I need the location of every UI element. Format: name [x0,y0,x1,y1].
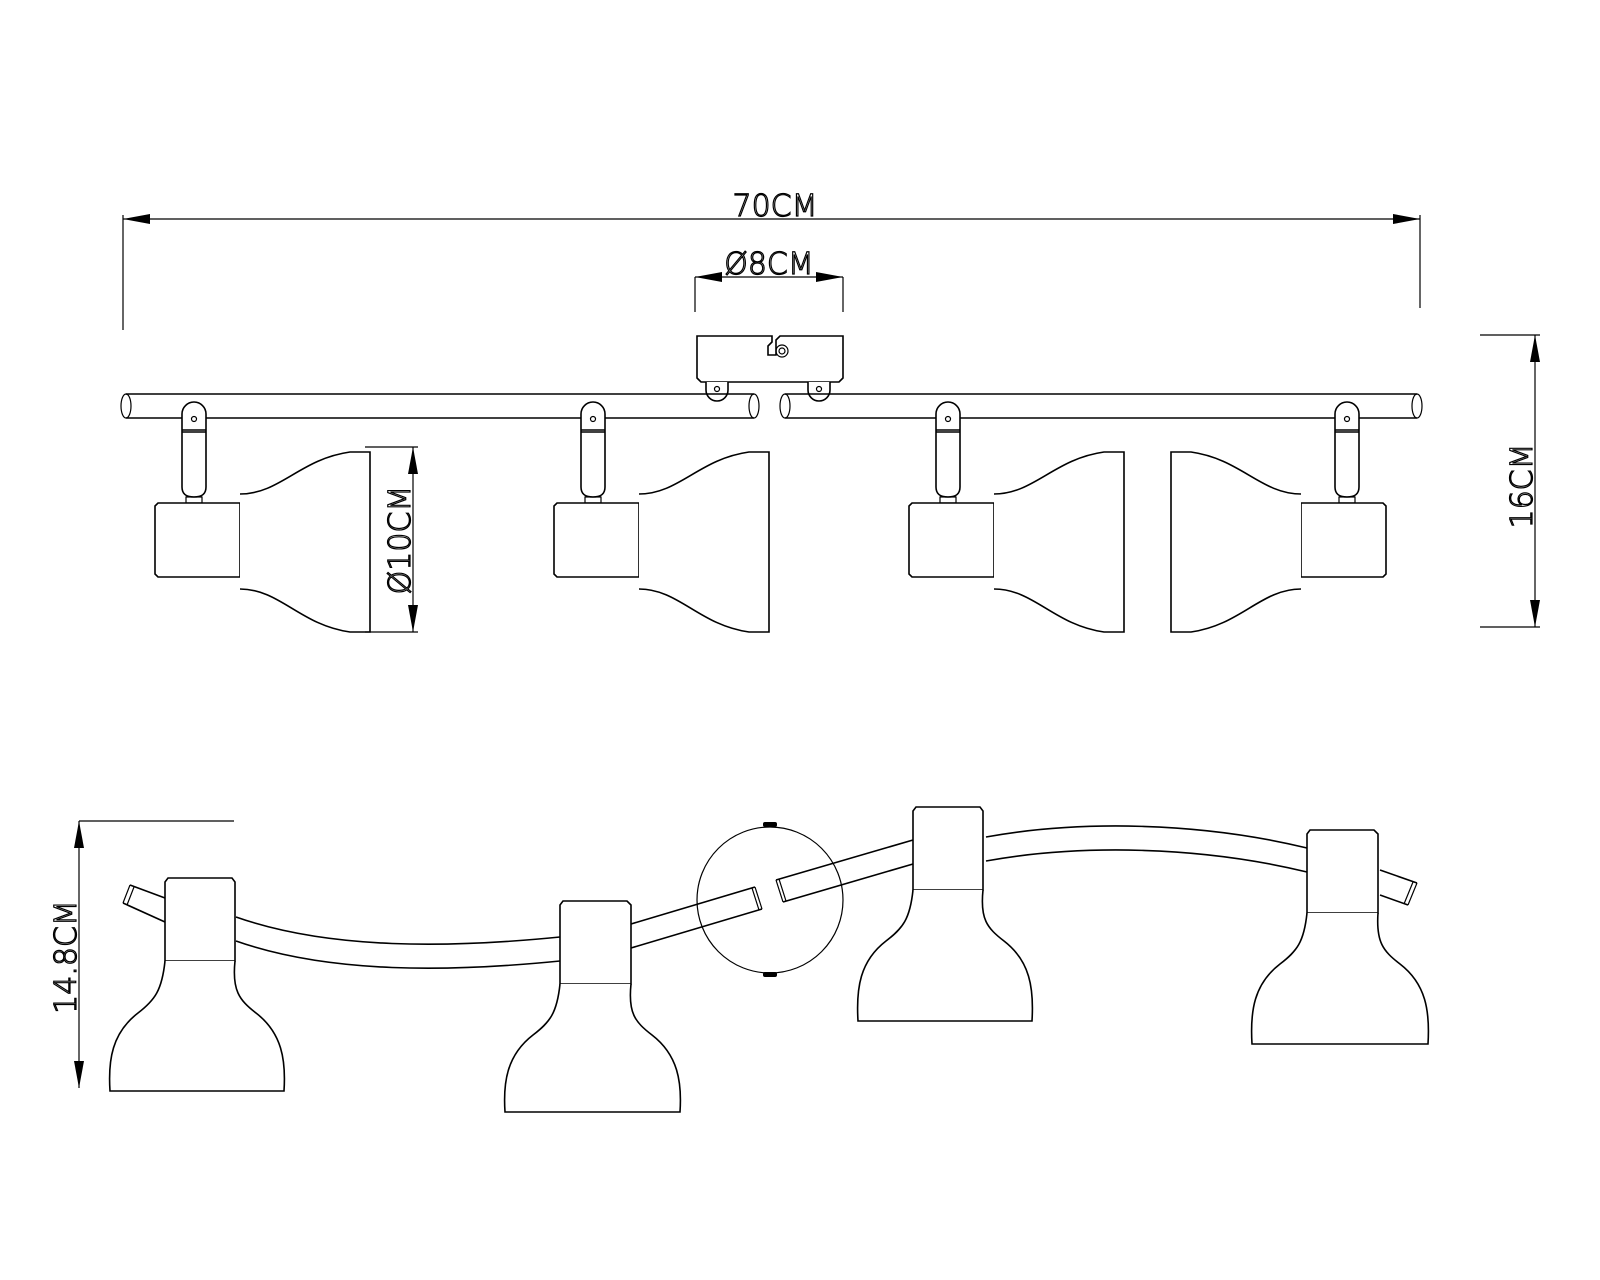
dimension-label-canopy: Ø8CM [724,247,814,282]
spot-2 [553,401,770,633]
spot-4 [1170,401,1387,633]
arrow-left-icon [123,214,150,224]
top-spot-3 [856,806,1034,1022]
top-view: 14.8CM [48,806,1430,1113]
arrow-right-icon [1393,214,1420,224]
spot-1 [154,401,371,633]
canopy [696,335,844,402]
mounting-bar-left [120,393,760,419]
dimension-label-total-length: 70CM [732,189,817,224]
dimension-label-shade: Ø10CM [383,486,418,595]
mounting-bar-right [779,393,1423,419]
dimension-canopy-diameter: Ø8CM [694,246,844,312]
top-spot-2 [503,900,682,1113]
dimension-label-height-front: 16CM [1505,443,1540,528]
dimension-height-front: 16CM [1480,334,1541,628]
top-spot-1 [108,877,286,1092]
curved-bar-left [122,884,763,969]
curved-bar-right [775,825,1418,906]
dimension-height-top: 14.8CM [48,820,234,1088]
dimension-label-height-top: 14.8CM [49,900,84,1014]
top-spot-4 [1250,829,1430,1045]
spot-3 [908,401,1125,633]
dimension-shade-diameter: Ø10CM [365,446,419,633]
front-view: 70CM Ø8CM [120,188,1541,633]
canopy-round [696,822,844,977]
dimension-total-length: 70CM [122,188,1421,330]
